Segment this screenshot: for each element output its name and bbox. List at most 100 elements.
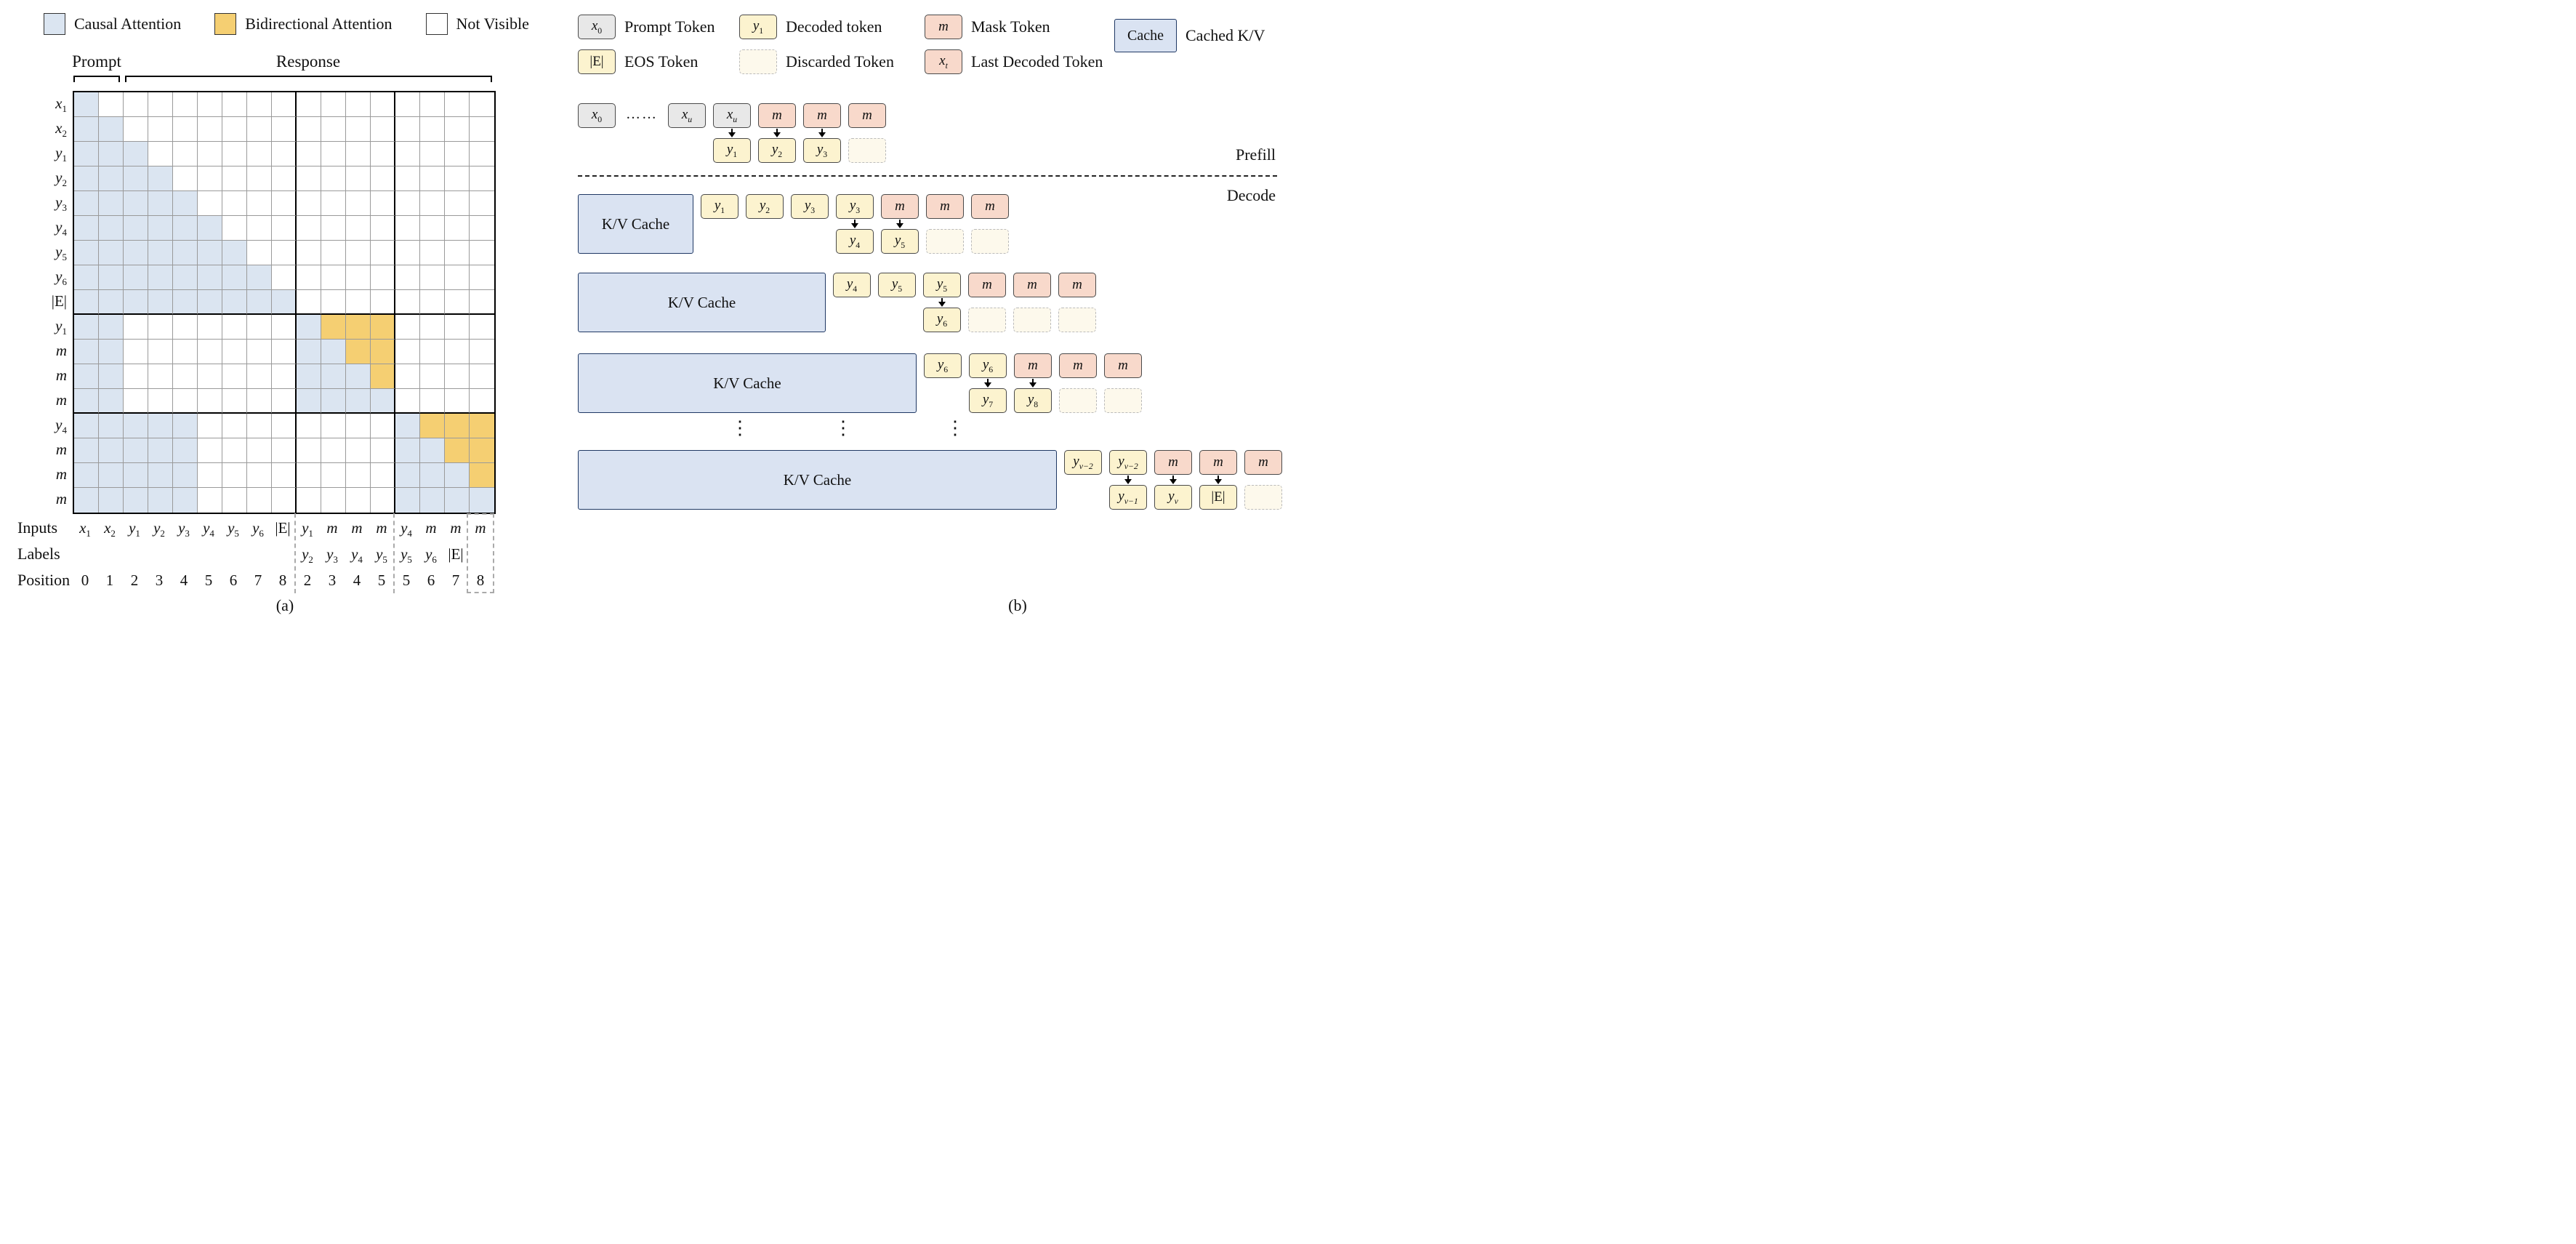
matrix-cell xyxy=(74,241,99,265)
token-text: y3 xyxy=(326,545,338,566)
kv-cache-box: K/V Cache xyxy=(578,194,693,254)
arrow-down-icon xyxy=(938,298,946,307)
matrix-cell xyxy=(321,191,346,216)
token-box: y4 xyxy=(833,273,871,297)
matrix-row-label: y1 xyxy=(17,140,67,165)
token-text: y4 xyxy=(55,218,67,238)
target-label: |E| xyxy=(443,542,468,566)
token-text: y2 xyxy=(55,169,67,189)
token-text: y6 xyxy=(55,268,67,288)
token-text: m xyxy=(55,441,67,458)
token-text: m xyxy=(1213,454,1223,470)
matrix-cell xyxy=(272,340,297,364)
matrix-cell xyxy=(346,241,371,265)
output-token-box: y6 xyxy=(923,308,961,332)
position-label: 2 xyxy=(303,571,312,589)
matrix-cell xyxy=(445,438,470,463)
input-token-label: y1 xyxy=(295,516,320,539)
input-token-label: x2 xyxy=(97,516,122,539)
matrix-cell xyxy=(470,92,494,117)
matrix-cell xyxy=(297,389,321,414)
causal-swatch xyxy=(44,13,65,35)
matrix-cell xyxy=(222,438,247,463)
matrix-cell xyxy=(124,216,148,241)
matrix-cell xyxy=(420,290,445,315)
output-token-box: yv xyxy=(1154,485,1192,510)
matrix-cell xyxy=(74,389,99,414)
matrix-cell xyxy=(124,265,148,290)
matrix-row-label: m xyxy=(17,363,67,388)
matrix-cell xyxy=(247,340,272,364)
matrix-cell xyxy=(99,389,124,414)
matrix-cell xyxy=(470,191,494,216)
matrix-cell xyxy=(321,364,346,389)
token-text: y1 xyxy=(129,519,140,539)
matrix-cell xyxy=(371,117,395,142)
token-text: y3 xyxy=(816,141,828,159)
matrix-cell xyxy=(74,166,99,191)
discarded-token-box xyxy=(848,138,886,163)
kv-cache-box: K/V Cache xyxy=(578,450,1057,510)
token-text: y6 xyxy=(982,356,994,374)
token-box: y3 xyxy=(791,194,829,219)
position-label: 4 xyxy=(353,571,361,589)
matrix-row-label: m xyxy=(17,486,67,511)
token-text: y3 xyxy=(804,197,816,215)
token-box: m xyxy=(1154,450,1192,475)
matrix-cell xyxy=(297,241,321,265)
block-separator-dashed-2 xyxy=(393,513,395,593)
matrix-cell xyxy=(173,142,198,166)
matrix-cell xyxy=(247,414,272,438)
matrix-cell xyxy=(321,117,346,142)
kv-cache-box: K/V Cache xyxy=(578,353,917,413)
matrix-cell xyxy=(395,191,420,216)
matrix-cell xyxy=(470,315,494,340)
matrix-cell xyxy=(124,117,148,142)
matrix-cell xyxy=(470,241,494,265)
token-text: yv−1 xyxy=(1118,488,1138,506)
matrix-cell xyxy=(124,315,148,340)
legend-token-box: |E| xyxy=(578,49,616,74)
matrix-cell xyxy=(321,265,346,290)
matrix-cell xyxy=(346,265,371,290)
matrix-cell xyxy=(198,265,222,290)
matrix-row-label: y4 xyxy=(17,412,67,437)
matrix-cell xyxy=(445,142,470,166)
matrix-row-label: m xyxy=(17,462,67,486)
token-box: y1 xyxy=(701,194,738,219)
matrix-cell xyxy=(247,389,272,414)
token-text: |E| xyxy=(275,519,291,537)
token-text: m xyxy=(1118,358,1128,373)
legend-label: Bidirectional Attention xyxy=(245,15,393,33)
arrow-down-icon xyxy=(1215,475,1222,484)
token-box: y6 xyxy=(924,353,962,378)
matrix-cell xyxy=(173,488,198,513)
kv-cache-label: K/V Cache xyxy=(713,374,781,392)
matrix-cell xyxy=(222,364,247,389)
legend-token-box: x0 xyxy=(578,15,616,39)
token-text: y1 xyxy=(302,519,313,539)
token-text: y1 xyxy=(714,197,725,215)
token-box: y5 xyxy=(923,273,961,297)
token-text: xu xyxy=(681,106,693,124)
matrix-cell xyxy=(321,241,346,265)
token-box: m xyxy=(1013,273,1051,297)
matrix-cell xyxy=(346,364,371,389)
matrix-cell xyxy=(297,463,321,488)
discarded-token-box xyxy=(926,229,964,254)
matrix-cell xyxy=(148,414,173,438)
matrix-cell xyxy=(470,290,494,315)
matrix-cell xyxy=(395,265,420,290)
matrix-cell xyxy=(470,166,494,191)
matrix-cell xyxy=(272,191,297,216)
matrix-cell xyxy=(297,488,321,513)
matrix-cell xyxy=(470,142,494,166)
token-text: y3 xyxy=(55,193,67,214)
input-token-label: x1 xyxy=(73,516,97,539)
matrix-cell xyxy=(173,414,198,438)
matrix-cell xyxy=(346,92,371,117)
matrix-cell xyxy=(297,216,321,241)
matrix-cell xyxy=(321,488,346,513)
kv-cache-box: K/V Cache xyxy=(578,273,826,332)
matrix-cell xyxy=(371,463,395,488)
